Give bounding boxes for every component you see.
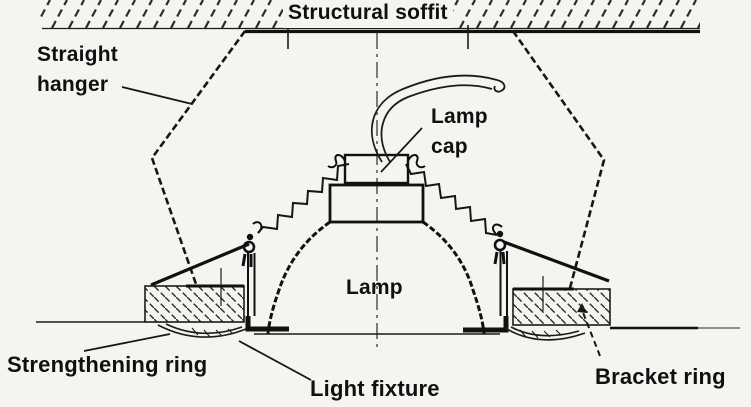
lamp-neck <box>328 183 425 224</box>
lamp-cap-shape <box>327 153 426 185</box>
hook-right <box>492 223 507 265</box>
straight-hanger-right <box>511 30 606 289</box>
leader-strengthening-ring <box>83 333 171 352</box>
label-lamp-cap: Lamp cap <box>431 105 488 158</box>
label-strengthening-ring: Strengthening ring <box>7 352 208 377</box>
straight-hanger-left <box>150 30 247 288</box>
label-lamp: Lamp <box>346 276 403 299</box>
leader-light-fixture <box>238 340 312 381</box>
soffit-fixing-ticks <box>287 25 469 49</box>
strengthening-ring-right <box>504 326 586 341</box>
leader-straight-hanger <box>121 86 193 105</box>
spring-right <box>405 163 498 236</box>
strengthening-ring-left <box>157 323 247 338</box>
spring-left <box>257 163 350 234</box>
suspension-rod-left <box>245 253 289 332</box>
leader-bracket-ring <box>577 303 601 357</box>
stay-bar-left <box>150 242 250 287</box>
hook-left <box>241 221 263 267</box>
lamp-bell <box>266 220 486 335</box>
supply-cable <box>370 74 506 163</box>
leader-lamp-cap <box>380 127 423 173</box>
label-straight-hanger: Straight hanger <box>37 43 118 96</box>
label-light-fixture: Light fixture <box>310 376 440 401</box>
suspension-rod-right <box>463 251 509 333</box>
bracket-block-right <box>512 276 611 326</box>
label-bracket-ring: Bracket ring <box>595 364 726 389</box>
bracket-block-left <box>144 268 245 323</box>
label-structural-soffit: Structural soffit <box>283 0 453 28</box>
stay-bar-right <box>503 240 610 283</box>
